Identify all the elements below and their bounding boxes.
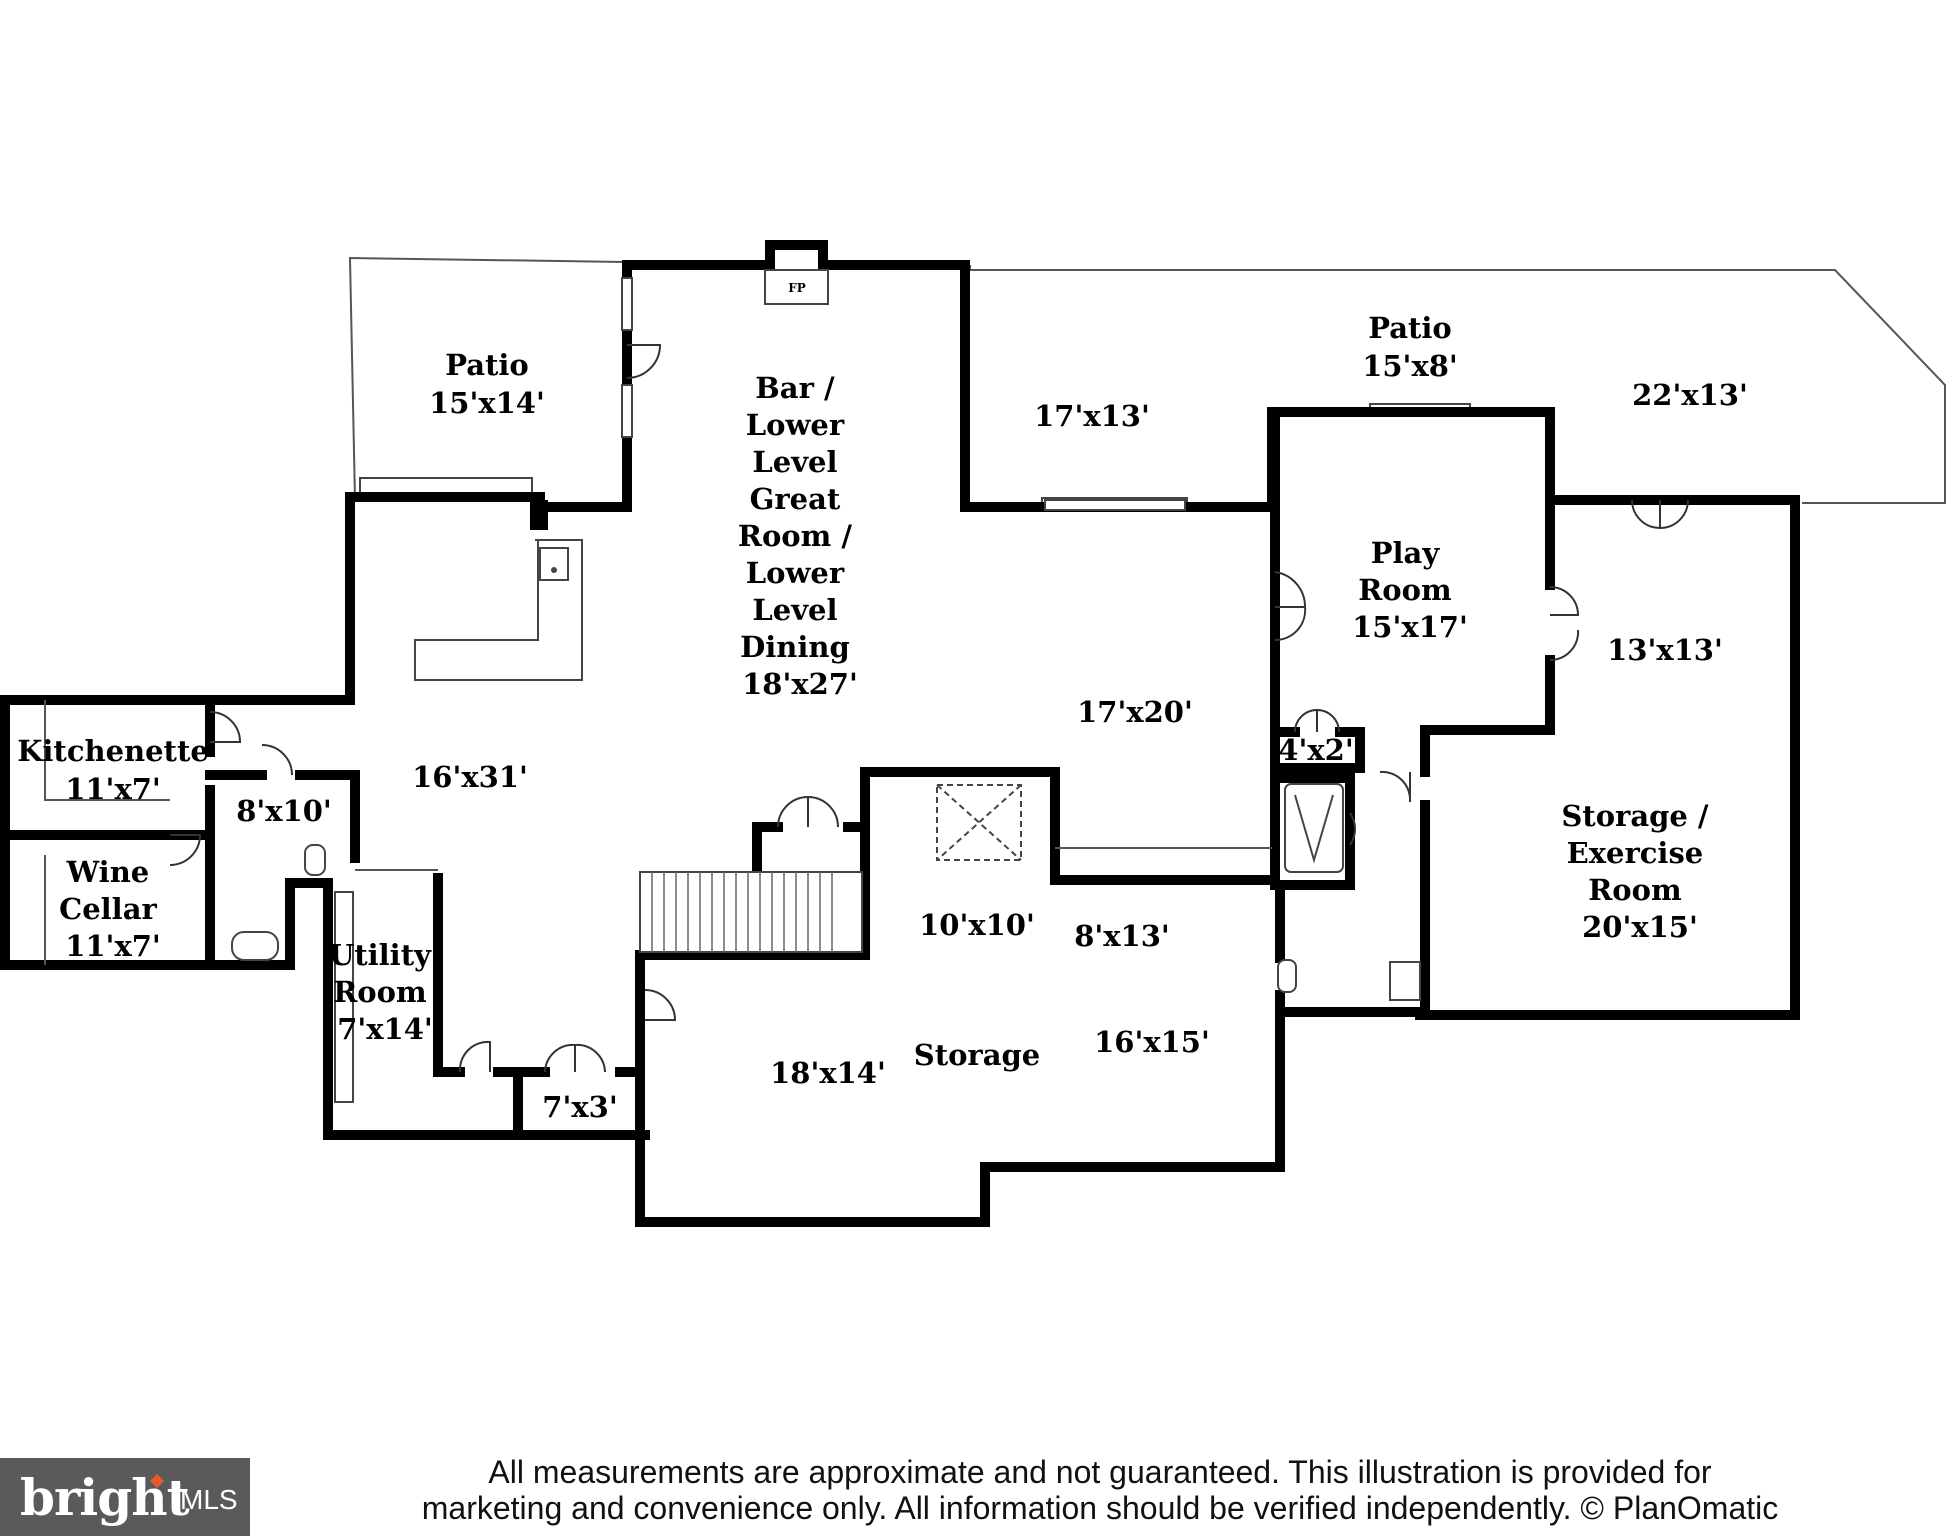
fireplace: FP (530, 269, 829, 530)
room-label-wine-cellar: Wine Cellar 11'x7' (59, 855, 167, 963)
disclaimer-line-1: All measurements are approximate and not… (488, 1454, 1712, 1490)
interior-thin-lines (44, 700, 1272, 965)
fireplace-label: FP (788, 281, 806, 295)
room-label-16x15: 16'x15' (1094, 1025, 1210, 1059)
open-to-below-marker (936, 784, 1022, 861)
disclaimer-line-2: marketing and convenience only. All info… (421, 1490, 1779, 1526)
room-label-4x2: 4'x2' (1278, 733, 1353, 767)
doors (169, 344, 1689, 1073)
bar-counter (414, 539, 583, 681)
room-label-17x20: 17'x20' (1077, 695, 1193, 729)
room-label-18x14: 18'x14' (770, 1056, 886, 1090)
logo-suffix: MLS (180, 1484, 238, 1515)
room-label-13x13: 13'x13' (1607, 633, 1723, 667)
room-label-17x13: 17'x13' (1034, 399, 1150, 433)
staircase (639, 871, 863, 953)
room-label-8x10: 8'x10' (236, 794, 332, 828)
room-label-utility-room: Utility Room 7'x14' (329, 938, 441, 1046)
room-label-7x3: 7'x3' (542, 1090, 617, 1124)
room-label-8x13: 8'x13' (1074, 919, 1170, 953)
room-label-storage: Storage (914, 1038, 1040, 1072)
windows (621, 277, 1186, 511)
room-label-16x31: 16'x31' (412, 760, 528, 794)
disclaimer: All measurements are approximate and not… (250, 1452, 1950, 1536)
interior-walls (0, 407, 1555, 1140)
room-label-10x10: 10'x10' (919, 908, 1035, 942)
room-label-play-room: Play Room 15'x17' (1352, 536, 1468, 644)
room-label-22x13: 22'x13' (1632, 378, 1748, 412)
brightmls-logo: bright MLS (0, 1458, 250, 1536)
logo-wordmark: bright (20, 1468, 190, 1527)
room-label-storage-exercise: Storage / Exercise Room 20'x15' (1561, 799, 1718, 944)
plumbing-fixtures (231, 783, 1421, 1103)
room-label-bar-great-room: Bar / Lower Level Great Room / Lower Lev… (738, 371, 862, 701)
